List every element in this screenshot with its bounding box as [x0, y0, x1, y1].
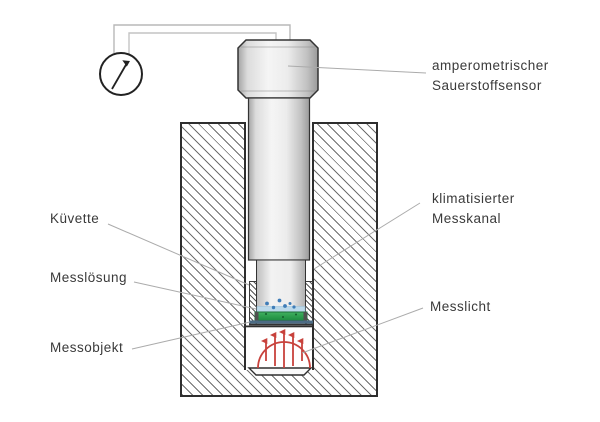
label-oxygen-sensor: amperometrischer Sauerstoffsensor — [432, 56, 549, 96]
cuvette-wall-left — [249, 281, 257, 325]
label-cuvette: Küvette — [50, 211, 100, 226]
cuvette-wall-right — [305, 281, 313, 325]
label-oxygen-sensor-line1: amperometrischer — [432, 58, 549, 73]
label-measurement-channel-line1: klimatisierter — [432, 191, 515, 206]
sensor-cap — [237, 39, 319, 99]
label-measurement-channel: klimatisierter Messkanal — [432, 189, 515, 229]
label-oxygen-sensor-line2: Sauerstoffsensor — [432, 78, 542, 93]
meter-wires — [113, 24, 291, 54]
current-meter-icon — [99, 52, 143, 96]
label-measurement-object: Messobjekt — [50, 340, 124, 355]
label-measurement-channel-line2: Messkanal — [432, 211, 502, 226]
label-measurement-light: Messlicht — [430, 299, 491, 314]
label-measurement-solution: Messlösung — [50, 270, 128, 285]
measurement-channel — [244, 122, 314, 370]
